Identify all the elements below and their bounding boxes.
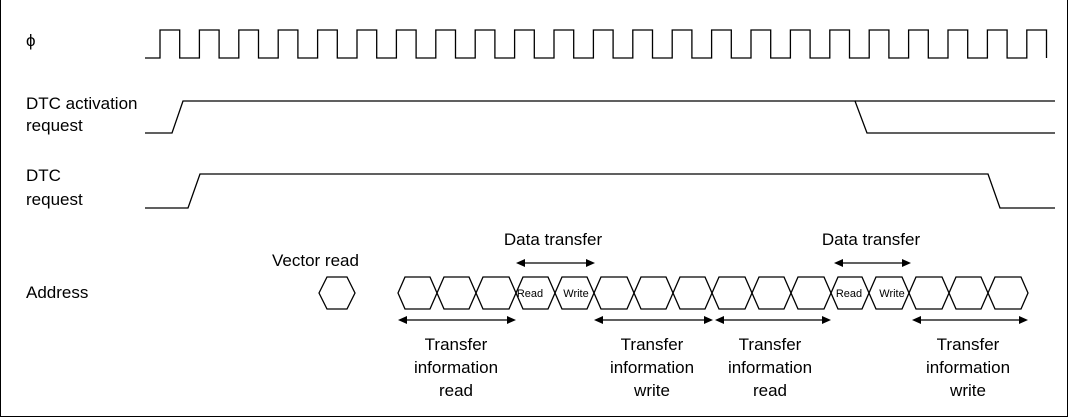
address-bus-cycle xyxy=(475,276,517,310)
svg-text:Transfer: Transfer xyxy=(425,335,488,354)
dtc-request-waveform xyxy=(145,173,1055,209)
write-label-1: Write xyxy=(563,288,588,300)
svg-text:write: write xyxy=(633,381,670,400)
tir-label-2: Transfer information read xyxy=(728,335,812,400)
address-bus-cycle xyxy=(711,276,753,310)
dtc-request-label-line2: request xyxy=(26,190,83,209)
vector-read-label: Vector read xyxy=(272,251,359,270)
svg-text:Transfer: Transfer xyxy=(621,335,684,354)
svg-text:information: information xyxy=(610,358,694,377)
data-transfer-label-2: Data transfer xyxy=(822,230,921,249)
svg-text:Transfer: Transfer xyxy=(937,335,1000,354)
address-bus-cycle xyxy=(751,276,792,310)
phi-label: ϕ xyxy=(26,31,36,50)
address-label: Address xyxy=(26,283,88,302)
read-label-2: Read xyxy=(836,288,862,300)
address-bus-cycles xyxy=(397,276,1029,310)
address-bus-cycle xyxy=(397,276,438,310)
tiw-arrow-2 xyxy=(912,316,1028,324)
data-transfer-label-1: Data transfer xyxy=(504,230,603,249)
write-label-2: Write xyxy=(879,288,904,300)
address-bus-cycle xyxy=(672,276,713,310)
dtc-activation-label-line1: DTC activation xyxy=(26,94,137,113)
dtc-activation-waveform xyxy=(145,100,1055,134)
svg-text:read: read xyxy=(753,381,787,400)
svg-text:write: write xyxy=(949,381,986,400)
address-bus-cycle xyxy=(948,276,989,310)
data-transfer-arrow-2 xyxy=(834,259,911,267)
read-label-1: Read xyxy=(517,288,543,300)
tir-arrow-1 xyxy=(398,316,516,324)
svg-text:read: read xyxy=(439,381,473,400)
tiw-arrow-1 xyxy=(594,316,713,324)
tiw-label-1: Transfer information write xyxy=(610,335,694,400)
svg-text:information: information xyxy=(926,358,1010,377)
vector-read-cycle xyxy=(318,276,356,310)
svg-text:information: information xyxy=(414,358,498,377)
address-bus-cycle xyxy=(987,276,1029,310)
address-bus-cycle xyxy=(908,276,950,310)
dtc-activation-label-line2: request xyxy=(26,116,83,135)
address-bus-cycle xyxy=(790,276,832,310)
address-bus-cycle xyxy=(633,276,674,310)
address-bus-cycle xyxy=(593,276,635,310)
phi-clock-waveform xyxy=(145,29,1048,59)
dtc-request-label-line1: DTC xyxy=(26,166,61,185)
svg-text:Transfer: Transfer xyxy=(739,335,802,354)
address-bus-cycle xyxy=(436,276,477,310)
data-transfer-arrow-1 xyxy=(516,259,595,267)
tiw-label-2: Transfer information write xyxy=(926,335,1010,400)
tir-label-1: Transfer information read xyxy=(414,335,498,400)
tir-arrow-2 xyxy=(715,316,831,324)
svg-text:information: information xyxy=(728,358,812,377)
